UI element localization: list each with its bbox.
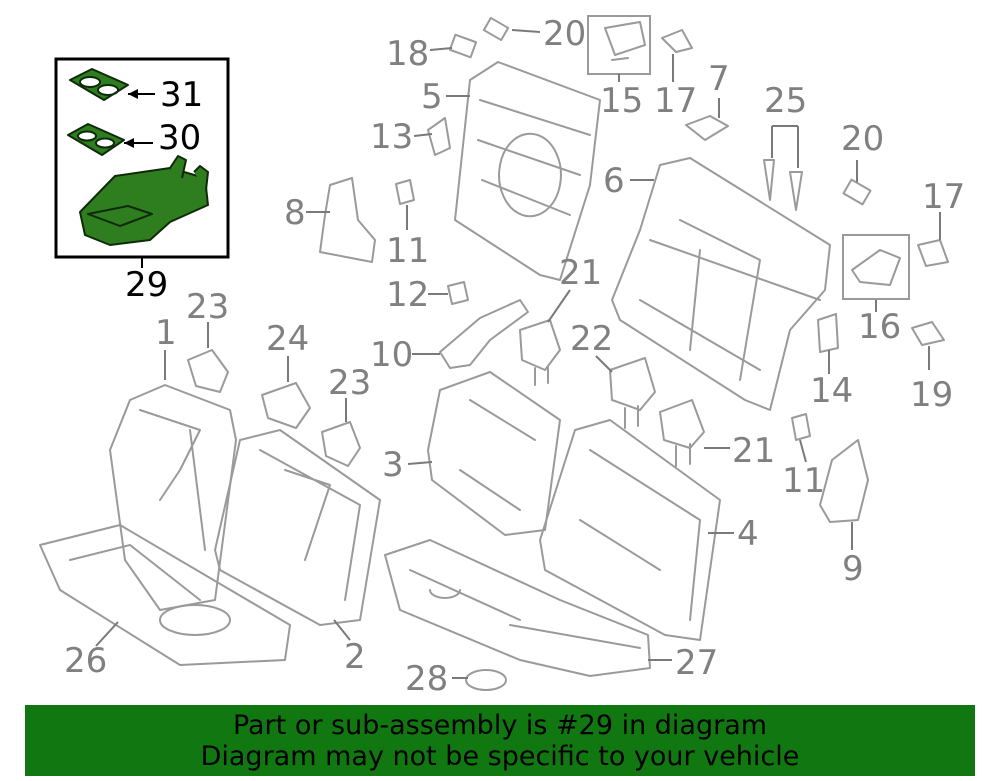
leader-22: [595, 355, 613, 373]
part-9-latch[interactable]: [819, 439, 869, 523]
seat-frames: [454, 61, 831, 411]
part-18-clip[interactable]: [448, 33, 478, 59]
callout-7: 7: [708, 59, 730, 99]
part-21-headrest-top[interactable]: [519, 319, 561, 386]
part-10-hinge[interactable]: [439, 299, 529, 369]
part-7-pad[interactable]: [685, 115, 729, 141]
part-11-clip-bottom[interactable]: [791, 413, 811, 441]
leader-13: [413, 133, 433, 137]
callout-24: 24: [266, 319, 309, 359]
part-19-clip[interactable]: [911, 321, 945, 346]
part-29-armrest[interactable]: [79, 167, 209, 246]
part-22-headrest[interactable]: [609, 357, 656, 429]
part-15-bracket[interactable]: [604, 21, 646, 61]
part-14-clip[interactable]: [817, 313, 839, 353]
part-26-cushion[interactable]: [39, 524, 291, 666]
part-17-bracket-top[interactable]: [661, 29, 693, 53]
callout-19: 19: [910, 375, 953, 415]
callout-12: 12: [386, 275, 429, 315]
part-3-seatback-foam[interactable]: [427, 371, 561, 536]
part-24-headrest[interactable]: [261, 382, 311, 429]
part-25-bolt-right[interactable]: [789, 171, 803, 211]
part-11-clip-top[interactable]: [395, 179, 415, 205]
part-23-headrest-left[interactable]: [187, 349, 229, 393]
part-16-box: [842, 234, 910, 300]
armrest-inset: 31 30 29: [54, 57, 230, 305]
callout-23-mid: 23: [328, 363, 371, 403]
callout-26: 26: [64, 641, 107, 681]
part-20-pad[interactable]: [482, 16, 510, 42]
callout-28: 28: [405, 659, 448, 699]
callout-11-top: 11: [386, 231, 429, 271]
part-30-cupholder-base[interactable]: [67, 123, 125, 156]
callout-22: 22: [570, 319, 613, 359]
callout-14: 14: [810, 371, 853, 411]
leader-25: [771, 125, 799, 168]
callout-23-left: 23: [186, 287, 229, 327]
leaders: [95, 29, 941, 679]
part-21-headrest-bottom[interactable]: [659, 399, 705, 467]
callout-3: 3: [382, 445, 404, 485]
callout-30: 30: [158, 118, 201, 158]
part-4-seatback-foam[interactable]: [539, 419, 721, 641]
part-20-pad-right[interactable]: [842, 178, 872, 206]
callout-13: 13: [370, 117, 413, 157]
callout-9: 9: [842, 549, 864, 589]
banner-line-2: Diagram may not be specific to your vehi…: [200, 741, 800, 772]
part-23-headrest-mid[interactable]: [321, 421, 361, 467]
part-17-bracket-right[interactable]: [917, 239, 949, 267]
seats: [39, 371, 721, 677]
callout-2: 2: [344, 637, 366, 677]
callout-1: 1: [155, 313, 177, 353]
arrow-31: [128, 89, 138, 99]
info-banner: Part or sub-assembly is #29 in diagram D…: [25, 705, 975, 776]
banner-line-1: Part or sub-assembly is #29 in diagram: [232, 710, 768, 741]
part-8-trim[interactable]: [319, 177, 376, 263]
leader-2: [333, 619, 351, 641]
callout-31: 31: [160, 75, 203, 115]
part-31-cupholder[interactable]: [69, 68, 129, 101]
callout-29: 29: [125, 265, 168, 305]
callout-20-right: 20: [841, 119, 884, 159]
part-12-clip[interactable]: [447, 281, 469, 305]
callout-8: 8: [284, 193, 306, 233]
leader-20: [511, 29, 541, 33]
part-13-bracket[interactable]: [427, 117, 451, 156]
part-27-cushion[interactable]: [384, 539, 651, 677]
part-25-bolt-left[interactable]: [763, 159, 775, 201]
part-2-seatback-right[interactable]: [214, 429, 381, 626]
leader-3: [407, 461, 433, 465]
callout-11-bottom: 11: [782, 461, 825, 501]
callout-15: 15: [600, 81, 643, 121]
part-28-button[interactable]: [465, 669, 507, 691]
part-29-armrest-detail: [87, 155, 209, 227]
leader-21a: [547, 289, 571, 323]
callouts: 18 20 5 13 15 17 7 25 6 20 17 16 8 11 12…: [64, 14, 965, 699]
part-16-bracket[interactable]: [851, 249, 901, 286]
callout-21-top: 21: [559, 253, 602, 293]
leader-26: [95, 621, 119, 647]
callout-17-top: 17: [654, 81, 697, 121]
callout-25: 25: [764, 81, 807, 121]
callout-6: 6: [603, 161, 625, 201]
callout-10: 10: [370, 335, 413, 375]
leader-18: [429, 47, 453, 51]
callout-20: 20: [543, 14, 586, 54]
part-5-seatback-frame[interactable]: [454, 61, 601, 281]
leader-11b: [799, 439, 807, 463]
callout-27: 27: [675, 643, 718, 683]
callout-16: 16: [858, 307, 901, 347]
callout-5: 5: [421, 77, 443, 117]
headrests: [187, 319, 705, 467]
part-6-seatback-frame[interactable]: [611, 157, 831, 411]
callout-4: 4: [737, 514, 759, 554]
callout-21-bottom: 21: [732, 431, 775, 471]
callout-17-right: 17: [922, 177, 965, 217]
arrow-30: [124, 138, 134, 148]
callout-18: 18: [386, 34, 429, 74]
part-1-seatback-left[interactable]: [109, 384, 237, 611]
